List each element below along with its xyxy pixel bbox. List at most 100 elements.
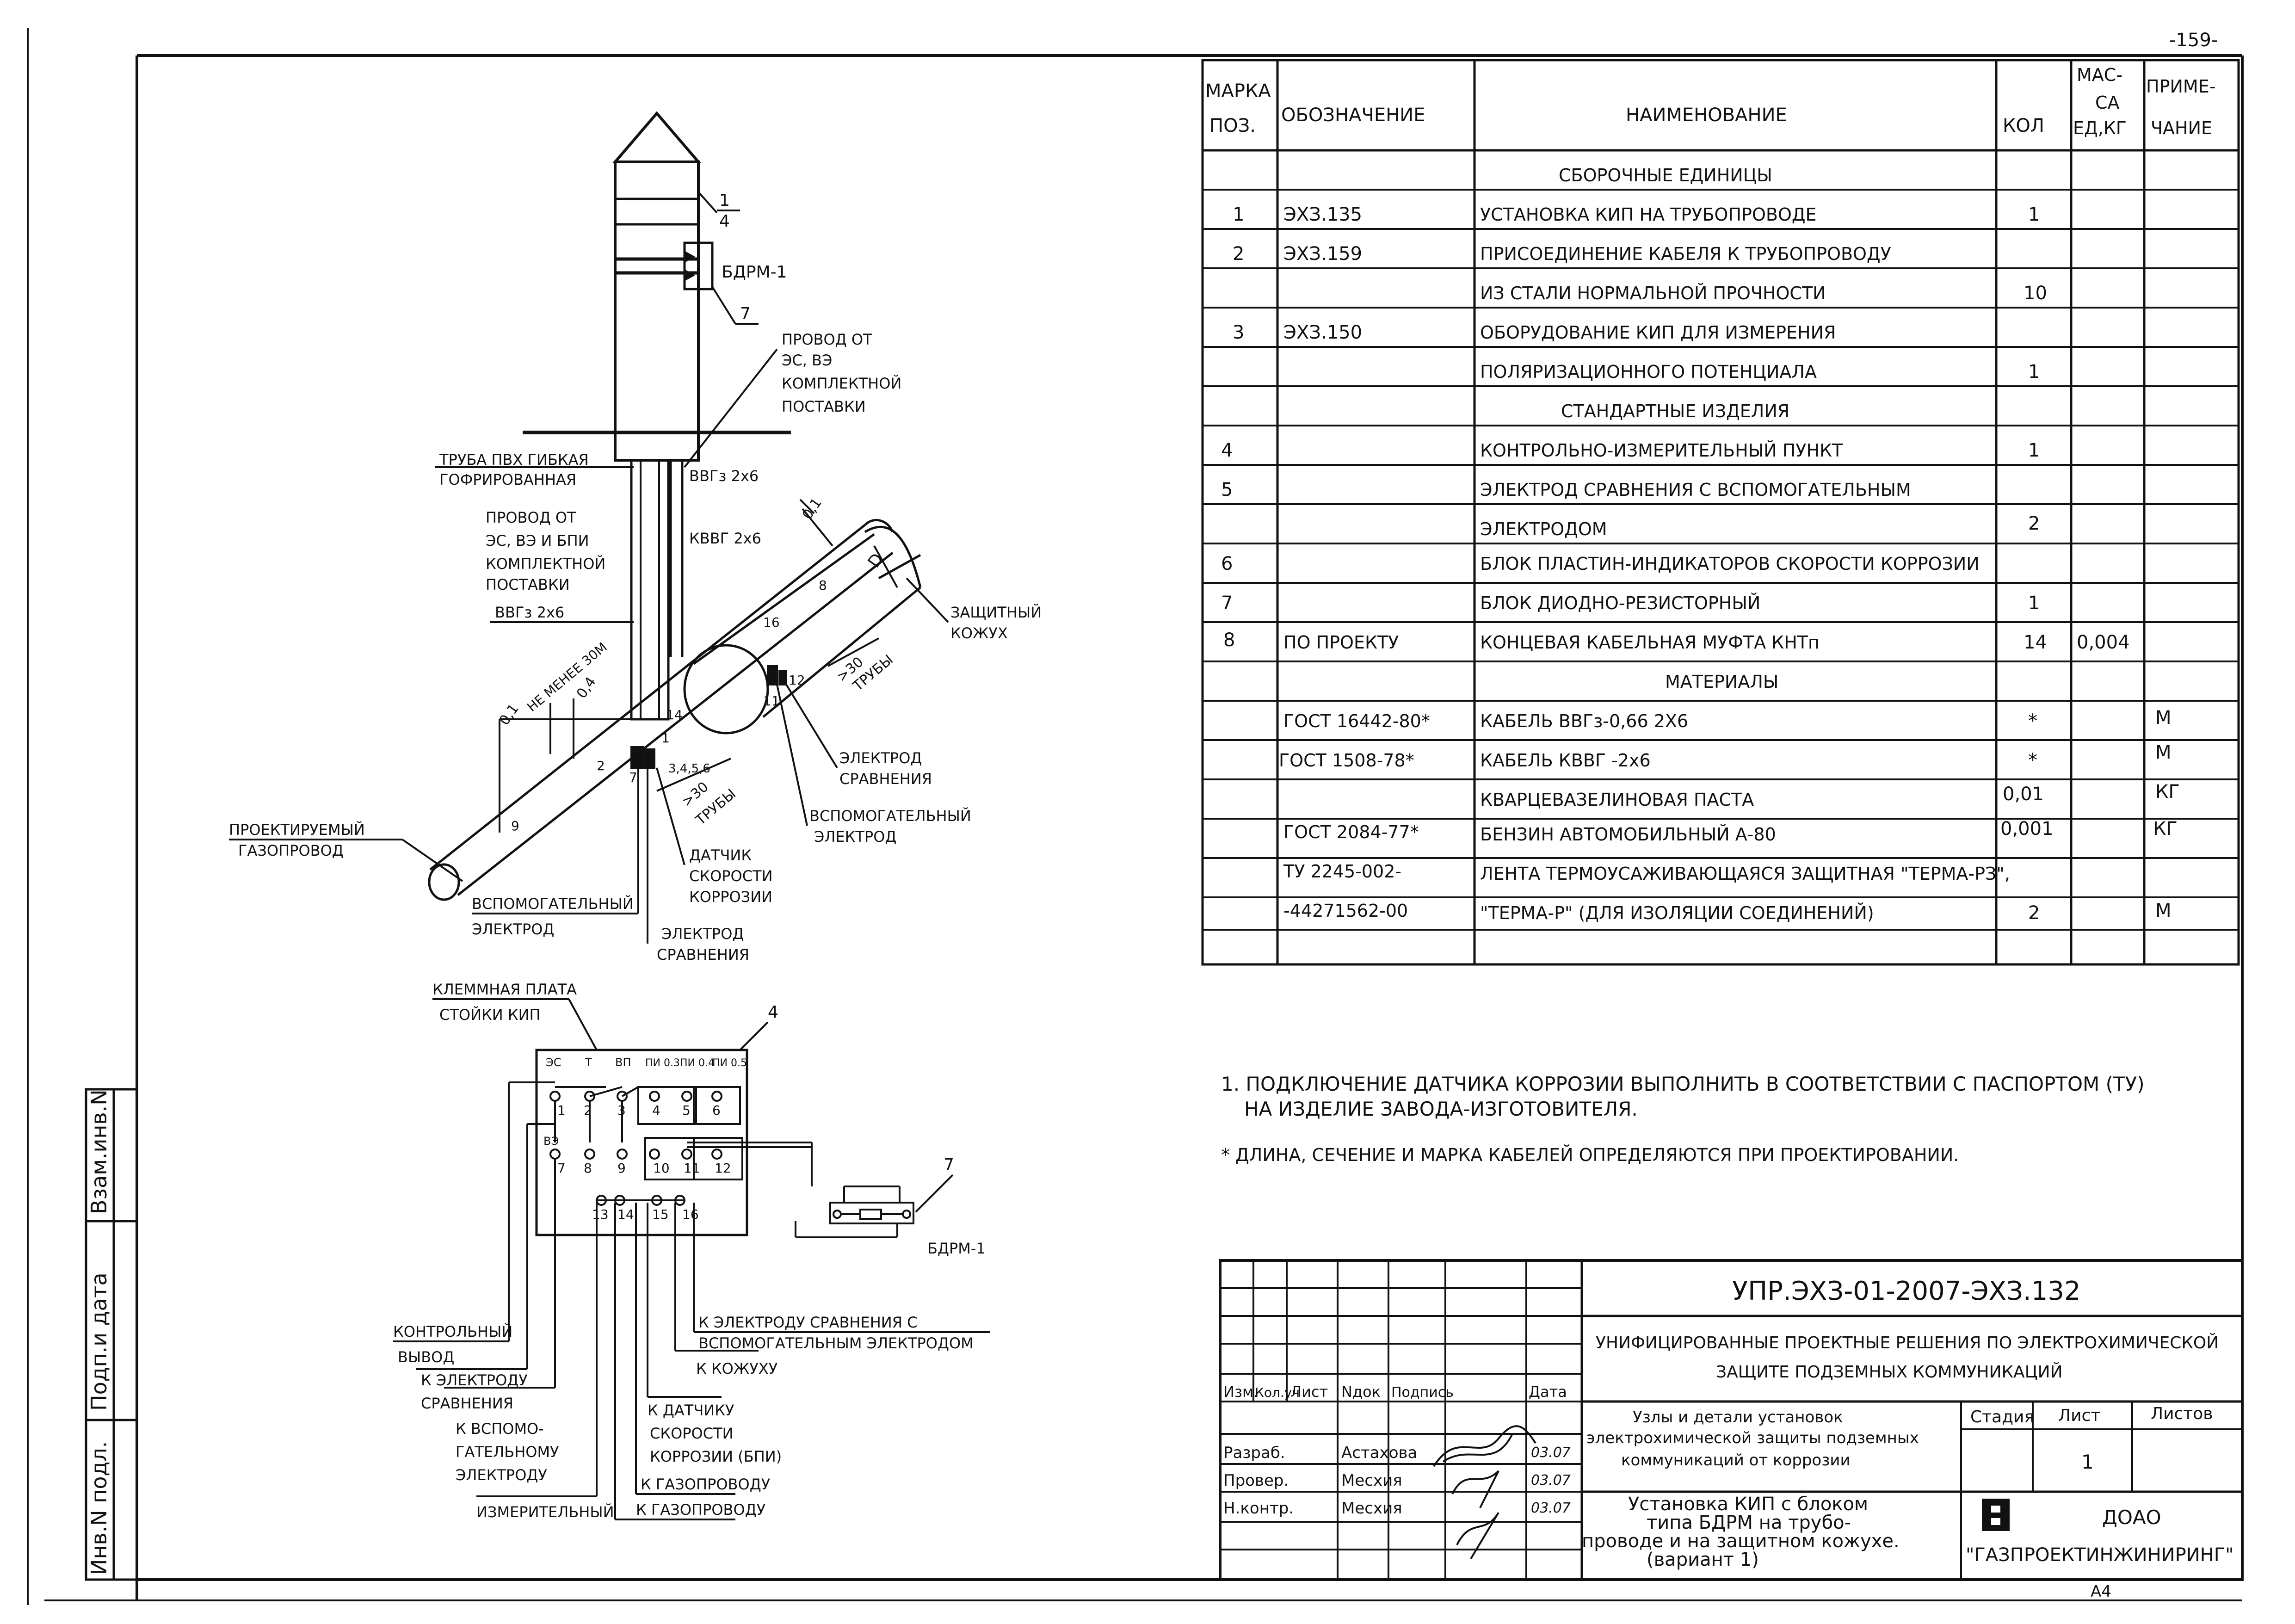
signatures bbox=[1433, 1425, 1536, 1560]
row-des: ЭХЗ.135 bbox=[1283, 204, 1362, 225]
hdr-mass-1: МАС- bbox=[2077, 65, 2122, 85]
lbl-provod2-2: ЭС, ВЭ И БПИ bbox=[486, 532, 589, 550]
terminal-5: 5 bbox=[682, 1103, 691, 1118]
org-name-1: ДОАО bbox=[2102, 1506, 2161, 1529]
bdrm-external bbox=[795, 1174, 954, 1238]
row-name: ИЗ СТАЛИ НОРМАЛЬНОЙ ПРОЧНОСТИ bbox=[1480, 283, 1826, 303]
lbl-klem-2: СТОЙКИ КИП bbox=[439, 1006, 541, 1024]
hdr-mark-2: ПОЗ. bbox=[1209, 115, 1256, 136]
lbl-k-vspom-3: ЭЛЕКТРОДУ bbox=[456, 1466, 547, 1484]
row-des: ГОСТ 1508-78* bbox=[1279, 750, 1414, 771]
terminal-9: 9 bbox=[617, 1161, 626, 1176]
row-qty: 0,001 bbox=[2000, 818, 2054, 840]
sheet-number: 1 bbox=[2081, 1451, 2094, 1473]
row-name: СБОРОЧНЫЕ ЕДИНИЦЫ bbox=[1559, 165, 1772, 185]
lbl-c345: 3,4,5,6 bbox=[668, 762, 710, 776]
lbl-k-gaz-2: К ГАЗОПРОВОДУ bbox=[636, 1501, 765, 1519]
terminal-15: 15 bbox=[652, 1207, 669, 1222]
row-des: ЭХЗ.150 bbox=[1283, 322, 1362, 343]
row-des: ЭХЗ.159 bbox=[1283, 243, 1362, 265]
lbl-vspom1-2: ЭЛЕКТРОД bbox=[472, 920, 554, 938]
spec-rows: СБОРОЧНЫЕ ЕДИНИЦЫ 1 ЭХЗ.135 УСТАНОВКА КИ… bbox=[1221, 165, 2180, 924]
row-name: БЕНЗИН АВТОМОБИЛЬНЫЙ А-80 bbox=[1480, 824, 1776, 845]
lbl-k-datchiku-3: КОРРОЗИИ (БПИ) bbox=[650, 1448, 782, 1465]
row-name: "ТЕРМА-Р" (ДЛЯ ИЗОЛЯЦИИ СОЕДИНЕНИЙ) bbox=[1480, 903, 1874, 923]
lbl-bdrm1: БДРМ-1 bbox=[722, 263, 787, 282]
code-es: ЭС bbox=[546, 1056, 561, 1069]
terminal-7: 7 bbox=[557, 1161, 566, 1176]
hdr-note-1: ПРИМЕ- bbox=[2146, 76, 2215, 97]
note-1-line-1: 1. ПОДКЛЮЧЕНИЕ ДАТЧИКА КОРРОЗИИ ВЫПОЛНИТ… bbox=[1221, 1073, 2145, 1095]
protective-casing bbox=[683, 525, 922, 735]
lbl-truba-1: ТРУБА ПВХ ГИБКАЯ bbox=[439, 451, 589, 469]
lbl-k-el-sr-1: К ЭЛЕКТРОДУ СРАВНЕНИЯ С bbox=[698, 1314, 917, 1331]
row-qty: 10 bbox=[2024, 283, 2047, 304]
terminal-11: 11 bbox=[684, 1161, 700, 1176]
row-des: ТУ 2245-002- bbox=[1283, 861, 1401, 882]
section-title-2: электрохимической защиты подземных bbox=[1586, 1429, 1919, 1447]
row-pos: 5 bbox=[1221, 479, 1233, 500]
sheet-title-1: Установка КИП с блоком bbox=[1628, 1494, 1868, 1515]
row-qty: 1 bbox=[2028, 204, 2040, 225]
col-izm: Изм. bbox=[1223, 1383, 1258, 1401]
hdr-qty: КОЛ bbox=[2003, 115, 2044, 136]
page-number: -159- bbox=[2169, 30, 2218, 51]
row-name: УСТАНОВКА КИП НА ТРУБОПРОВОДЕ bbox=[1480, 204, 1817, 225]
code-pi05: ПИ 0.5 bbox=[712, 1057, 747, 1069]
terminal-10: 10 bbox=[653, 1161, 670, 1176]
sheet-title-4: (вариант 1) bbox=[1647, 1549, 1759, 1570]
col-kol: Кол.уч bbox=[1255, 1385, 1300, 1400]
lbl-n12: 12 bbox=[789, 673, 805, 688]
lbl-n7: 7 bbox=[629, 770, 637, 785]
lbl-vspom2-2: ЭЛЕКТРОД bbox=[814, 828, 896, 846]
code-pi03: ПИ 0.3 bbox=[645, 1057, 680, 1069]
lbl-provod-ot-1: ПРОВОД ОТ bbox=[782, 331, 872, 348]
prover-role: Провер. bbox=[1223, 1471, 1289, 1490]
row-qty: * bbox=[2028, 710, 2037, 732]
row-name: КАБЕЛЬ ВВГз-0,66 2Х6 bbox=[1480, 711, 1688, 731]
lbl-zashch-2: КОЖУХ bbox=[950, 624, 1008, 642]
lbl-vvg1: ВВГз 2х6 bbox=[689, 467, 759, 485]
row-pos: 1 bbox=[1233, 204, 1244, 225]
lbl-k-elektrodu-2: СРАВНЕНИЯ bbox=[421, 1395, 513, 1412]
lbl-b1: 1 bbox=[719, 191, 730, 210]
hdr-designation: ОБОЗНАЧЕНИЕ bbox=[1281, 105, 1425, 126]
spec-table: МАРКА ПОЗ. ОБОЗНАЧЕНИЕ НАИМЕНОВАНИЕ КОЛ … bbox=[1201, 59, 2240, 966]
lbl-provod-ot-2: ЭС, ВЭ bbox=[782, 352, 832, 369]
row-name: ЭЛЕКТРОД СРАВНЕНИЯ С ВСПОМОГАТЕЛЬНЫМ bbox=[1480, 480, 1911, 500]
code-t: Т bbox=[585, 1056, 592, 1069]
org-name-2: "ГАЗПРОЕКТИНЖИНИРИНГ" bbox=[1966, 1544, 2234, 1566]
row-name: ОБОРУДОВАНИЕ КИП ДЛЯ ИЗМЕРЕНИЯ bbox=[1480, 322, 1836, 343]
side-stamp-vzam: Взам.инв.N bbox=[86, 1089, 111, 1214]
row-name: ПОЛЯРИЗАЦИОННОГО ПОТЕНЦИАЛА bbox=[1480, 362, 1817, 382]
lbl-wiring-b4: 4 bbox=[768, 1003, 778, 1022]
hdr-mass-2: СА bbox=[2095, 93, 2120, 113]
row-name: СТАНДАРТНЫЕ ИЗДЕЛИЯ bbox=[1561, 401, 1789, 421]
doc-code: УПР.ЭХЗ-01-2007-ЭХЗ.132 bbox=[1732, 1276, 2081, 1306]
row-name: БЛОК ПЛАСТИН-ИНДИКАТОРОВ СКОРОСТИ КОРРОЗ… bbox=[1480, 554, 1980, 574]
terminal-1: 1 bbox=[557, 1103, 566, 1118]
col-list: Лист bbox=[1290, 1383, 1328, 1401]
row-pos: 6 bbox=[1221, 553, 1233, 574]
code-pi04: ПИ 0.4 bbox=[680, 1057, 715, 1069]
lbl-vvg2: ВВГз 2х6 bbox=[495, 604, 564, 621]
lbl-vspom1-1: ВСПОМОГАТЕЛЬНЫЙ bbox=[472, 895, 634, 913]
row-qty: 14 bbox=[2024, 632, 2047, 653]
row-pos: 4 bbox=[1221, 440, 1233, 461]
row-name: ПРИСОЕДИНЕНИЕ КАБЕЛЯ К ТРУБОПРОВОДУ bbox=[1480, 244, 1891, 264]
internal-wiring bbox=[554, 1086, 813, 1186]
sheet-title-3: проводе и на защитном кожухе. bbox=[1582, 1531, 1900, 1552]
lbl-provod2-1: ПРОВОД ОТ bbox=[486, 509, 576, 526]
lbl-klem-1: КЛЕММНАЯ ПЛАТА bbox=[432, 981, 577, 998]
col-ndok: Nдок bbox=[1341, 1383, 1381, 1401]
row-note: М bbox=[2155, 900, 2172, 921]
row-name: КАБЕЛЬ КВВГ -2х6 bbox=[1480, 750, 1651, 771]
lbl-el-sr1-2: СРАВНЕНИЯ bbox=[657, 946, 749, 963]
lbl-k-kozhuhu: К КОЖУХУ bbox=[696, 1360, 777, 1377]
lbl-k-gaz-1: К ГАЗОПРОВОДУ bbox=[641, 1476, 770, 1493]
row-qty: 0,01 bbox=[2003, 784, 2044, 805]
lbl-provod2-4: ПОСТАВКИ bbox=[486, 576, 570, 593]
row-qty: 2 bbox=[2028, 902, 2040, 924]
bdrm-box bbox=[683, 241, 714, 290]
lbl-n9: 9 bbox=[511, 818, 519, 834]
